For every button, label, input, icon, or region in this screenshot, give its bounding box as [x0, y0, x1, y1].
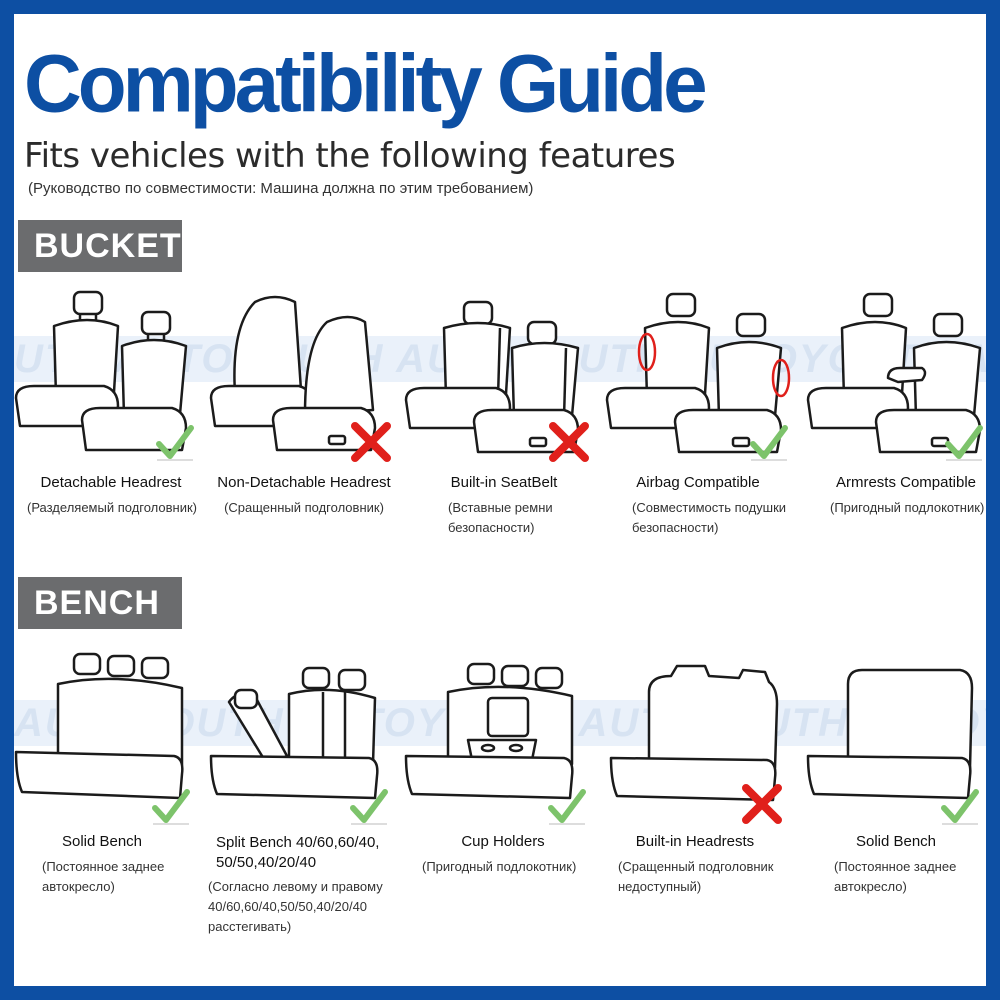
bench-section-tag: BENCH	[18, 577, 182, 629]
bench-sub-cup-holders: (Пригодный подлокотник)	[422, 859, 577, 874]
bench-label-solid-bench-2: Solid Bench	[855, 833, 937, 850]
compatibility-guide-panel: Compatibility Guide Fits vehicles with t…	[14, 14, 986, 986]
bucket-label-non-detachable-headrest: Non-Detachable Headrest	[217, 474, 391, 491]
bench-sub-solid-bench: (Постоянное заднее автокресло)	[42, 859, 165, 894]
bench-label-cup-holders: Cup Holders	[461, 833, 545, 850]
cross-icon	[351, 422, 391, 462]
bench-label-built-in-headrests: Built-in Headrests	[635, 833, 755, 850]
bench-sub-split-bench: (Согласно левому и правому 40/60,60/40,5…	[208, 879, 383, 934]
bucket-label-armrests-compatible: Armrests Compatible	[835, 474, 977, 491]
detachable-headrest-seat-illustration	[14, 290, 188, 452]
check-icon	[156, 425, 194, 461]
bucket-sub-armrests-compatible: (Пригодный подлокотник)	[830, 500, 985, 515]
solid-bench-seat-illustration	[14, 652, 184, 800]
bucket-section-tag: BUCKET	[18, 220, 182, 272]
bench-label-split-bench: Split Bench 40/60,60/40, 50/50,40/20/40	[216, 834, 380, 871]
bench-sub-built-in-headrests: (Сращенный подголовник недоступный)	[618, 859, 774, 894]
built-in-seatbelt-seat-illustration	[404, 300, 580, 454]
armrests-compatible-seat-illustration	[806, 292, 982, 454]
split-bench-seat-illustration	[209, 666, 379, 800]
check-icon	[548, 789, 586, 825]
non-detachable-headrest-seat-illustration	[209, 295, 377, 452]
cross-icon	[549, 422, 589, 462]
check-icon	[945, 425, 983, 461]
cross-icon	[742, 784, 782, 824]
bench-label-solid-bench: Solid Bench	[61, 833, 143, 850]
bench-sub-solid-bench-2: (Постоянное заднее автокресло)	[834, 859, 957, 894]
page-title: Compatibility Guide	[24, 38, 708, 129]
bucket-label-detachable-headrest: Detachable Headrest	[40, 474, 182, 491]
bucket-label-built-in-seatbelt: Built-in SeatBelt	[450, 474, 558, 491]
bucket-sub-airbag-compatible: (Совместимость подушки безопасности)	[632, 500, 787, 535]
cup-holders-bench-illustration	[404, 662, 574, 800]
bucket-label-airbag-compatible: Airbag Compatible	[636, 474, 760, 491]
check-icon	[152, 789, 190, 825]
bucket-sub-built-in-seatbelt: (Вставные ремни безопасности)	[448, 500, 553, 535]
check-icon	[941, 789, 979, 825]
solid-bench-seat-illustration-2	[806, 668, 974, 800]
check-icon	[750, 425, 788, 461]
built-in-headrests-bench-illustration	[609, 664, 779, 802]
page-subtitle: Fits vehicles with the following feature…	[24, 136, 676, 176]
page-subtitle-russian: (Руководство по совместимости: Машина до…	[28, 180, 534, 197]
bucket-sub-non-detachable-headrest: (Сращенный подголовник)	[224, 500, 384, 515]
bucket-sub-detachable-headrest: (Разделяемый подголовник)	[26, 500, 197, 515]
check-icon	[350, 789, 388, 825]
